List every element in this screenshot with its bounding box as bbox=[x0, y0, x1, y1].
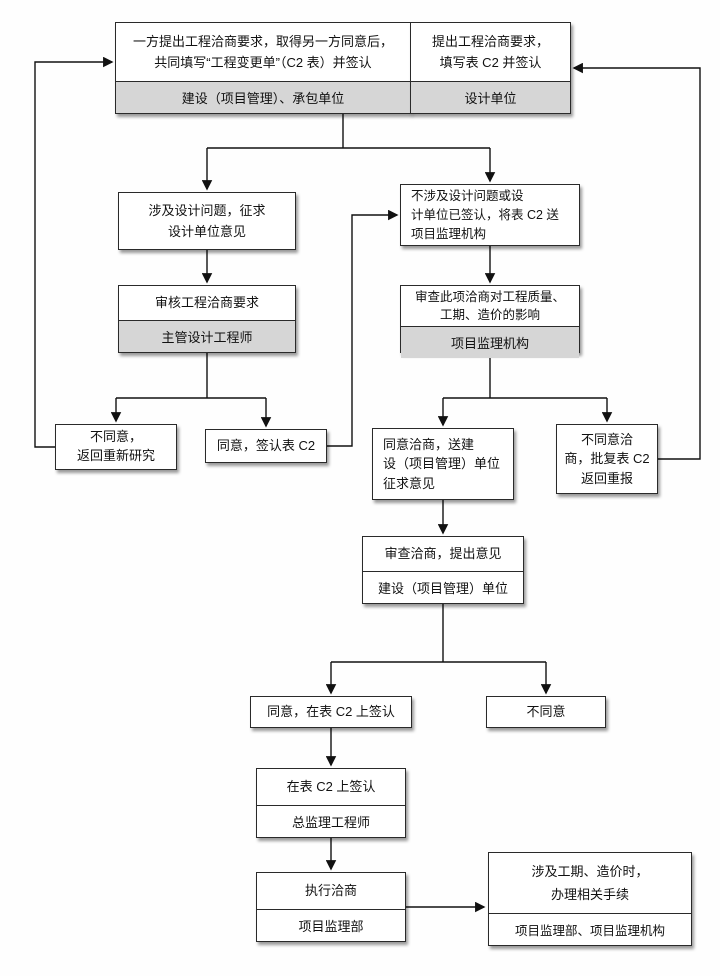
node-review-opinion-text: 审查洽商，提出意见 bbox=[384, 546, 502, 562]
node-disagree-text: 不同意 bbox=[526, 704, 566, 720]
node-top-right: 提出工程洽商要求， 填写表 C2 并签认 设计单位 bbox=[410, 22, 571, 114]
node-disagree-negotiation-text: 不同意洽 商，批复表 C2 返回重报 bbox=[564, 431, 650, 486]
connector-restudy-loop bbox=[34, 56, 114, 448]
node-involve-design: 涉及设计问题，征求 设计单位意见 bbox=[118, 192, 296, 250]
node-sign-table-role: 总监理工程师 bbox=[257, 805, 405, 837]
node-procedures-text: 涉及工期、造价时， 办理相关手续 bbox=[531, 863, 649, 902]
node-agree-negotiation-text: 同意洽商，送建 设（项目管理）单位 征求意见 bbox=[383, 436, 501, 491]
node-procedures-role: 项目监理部、项目监理机构 bbox=[489, 913, 691, 945]
node-review-request-text: 审核工程洽商要求 bbox=[154, 295, 259, 311]
node-involve-design-text: 涉及设计问题，征求 设计单位意见 bbox=[148, 202, 266, 239]
node-agree-sign-table-text: 同意，在表 C2 上签认 bbox=[267, 704, 395, 720]
node-review-request-role: 主管设计工程师 bbox=[119, 320, 295, 352]
node-top-right-role: 设计单位 bbox=[411, 81, 570, 113]
node-top-left-text: 一方提出工程洽商要求，取得另一方同意后， 共同填写“工程变更单”（C2 表）并签… bbox=[132, 33, 393, 70]
node-agree-sign-c2-text: 同意，签认表 C2 bbox=[216, 438, 316, 454]
node-top-right-text: 提出工程洽商要求， 填写表 C2 并签认 bbox=[431, 33, 549, 70]
node-top-left: 一方提出工程洽商要求，取得另一方同意后， 共同填写“工程变更单”（C2 表）并签… bbox=[115, 22, 411, 114]
node-review-impact-text: 审查此项洽商对工程质量、 工期、造价的影响 bbox=[414, 290, 565, 323]
node-review-opinion-role: 建设（项目管理）单位 bbox=[363, 571, 523, 603]
node-sign-table-text: 在表 C2 上签认 bbox=[286, 779, 376, 795]
node-review-opinion: 审查洽商，提出意见 建设（项目管理）单位 bbox=[362, 536, 524, 604]
node-review-impact-role: 项目监理机构 bbox=[401, 326, 579, 359]
connector-signc2-to-not-involve bbox=[327, 209, 399, 447]
connector-disagree-loop bbox=[572, 62, 701, 460]
node-agree-sign-c2: 同意，签认表 C2 bbox=[205, 429, 327, 463]
node-agree-sign-table: 同意，在表 C2 上签认 bbox=[250, 696, 412, 728]
node-execute: 执行洽商 项目监理部 bbox=[256, 872, 406, 942]
node-disagree-negotiation: 不同意洽 商，批复表 C2 返回重报 bbox=[556, 424, 658, 494]
node-not-involve-design-text: 不涉及设计问题或设 计单位已签认，将表 C2 送 项目监理机构 bbox=[411, 189, 559, 241]
node-sign-table: 在表 C2 上签认 总监理工程师 bbox=[256, 768, 406, 838]
node-execute-text: 执行洽商 bbox=[304, 883, 357, 899]
node-disagree-restudy-text: 不同意， 返回重新研究 bbox=[76, 429, 155, 463]
node-agree-negotiation: 同意洽商，送建 设（项目管理）单位 征求意见 bbox=[372, 428, 514, 500]
node-review-impact: 审查此项洽商对工程质量、 工期、造价的影响 项目监理机构 bbox=[400, 285, 580, 359]
node-not-involve-design: 不涉及设计问题或设 计单位已签认，将表 C2 送 项目监理机构 bbox=[400, 184, 580, 246]
node-execute-role: 项目监理部 bbox=[257, 909, 405, 941]
node-disagree-restudy: 不同意， 返回重新研究 bbox=[55, 424, 177, 470]
node-procedures: 涉及工期、造价时， 办理相关手续 项目监理部、项目监理机构 bbox=[488, 852, 692, 946]
node-top-left-role: 建设（项目管理）、承包单位 bbox=[116, 81, 410, 113]
node-disagree: 不同意 bbox=[486, 696, 606, 728]
node-review-request: 审核工程洽商要求 主管设计工程师 bbox=[118, 285, 296, 353]
